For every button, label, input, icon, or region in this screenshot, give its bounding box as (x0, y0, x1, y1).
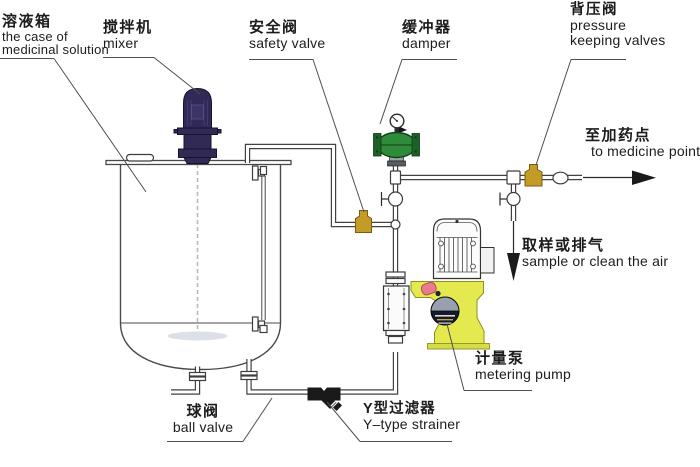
y-strainer-icon (307, 387, 342, 411)
label-sample-or-clean-air: 取样或排气 sample or clean the air (522, 237, 669, 269)
tee-fitting (506, 170, 521, 185)
label-ball-valve: 球阀 ball valve (172, 403, 234, 435)
relief-valve-icon (355, 210, 372, 233)
pipe-suction-line (246, 352, 399, 395)
tank-shell (119, 164, 282, 371)
pump-motor (432, 218, 495, 280)
label-safety-valve: 安全阀 safety valve (249, 19, 326, 51)
label-solution-tank-zh: 溶液箱 (2, 13, 52, 30)
tee-fitting (390, 219, 401, 230)
pump-dial (430, 296, 460, 326)
level-gauge (251, 165, 268, 334)
pipe-union (552, 171, 569, 185)
label-mixer: 搅拌机 mixer (103, 19, 153, 51)
pump-head (382, 271, 410, 344)
label-solution-tank-en2: medicinal solution (2, 42, 109, 58)
pressure-gauge-icon (389, 113, 405, 133)
motor-nameplate (191, 104, 204, 120)
hand-valve-icon (499, 191, 521, 207)
manhole-cover (125, 153, 155, 162)
flow-arrow-icon (583, 170, 656, 185)
vent-icon (399, 126, 407, 133)
label-solution-tank: 溶液箱 the case of medicinal solution (2, 14, 109, 57)
mixer-motor-icon (173, 87, 222, 164)
pump-base (427, 343, 490, 350)
hand-valve-icon (380, 191, 404, 207)
label-damper: 缓冲器 damper (402, 19, 452, 51)
pipe-return-line (244, 143, 393, 228)
pressure-keeping-valve-icon (524, 164, 543, 187)
motor-terminal-box (480, 247, 495, 274)
mixer-propeller (167, 331, 228, 341)
pipe-fittings (188, 170, 569, 382)
label-to-medicine-point: 至加药点 to medicine point (585, 127, 700, 159)
label-solution-tank-en1: the case of (2, 28, 68, 44)
tee-fitting (389, 170, 402, 185)
solution-tank (105, 153, 292, 371)
label-pressure-keeping-valve: 背压阀 pressure keeping valves (570, 2, 666, 48)
label-leader-lines (0, 57, 626, 442)
label-metering-pump: 计量泵 metering pump (475, 350, 571, 382)
metering-pump-icon (382, 218, 495, 350)
ball-valve-right (240, 370, 258, 381)
ball-valve-left (188, 371, 207, 382)
label-y-type-strainer: Y型过滤器 Y–type strainer (363, 401, 461, 433)
stroke-knob (420, 281, 437, 296)
damper-icon (373, 113, 420, 167)
sample-arrow-icon (507, 221, 520, 281)
